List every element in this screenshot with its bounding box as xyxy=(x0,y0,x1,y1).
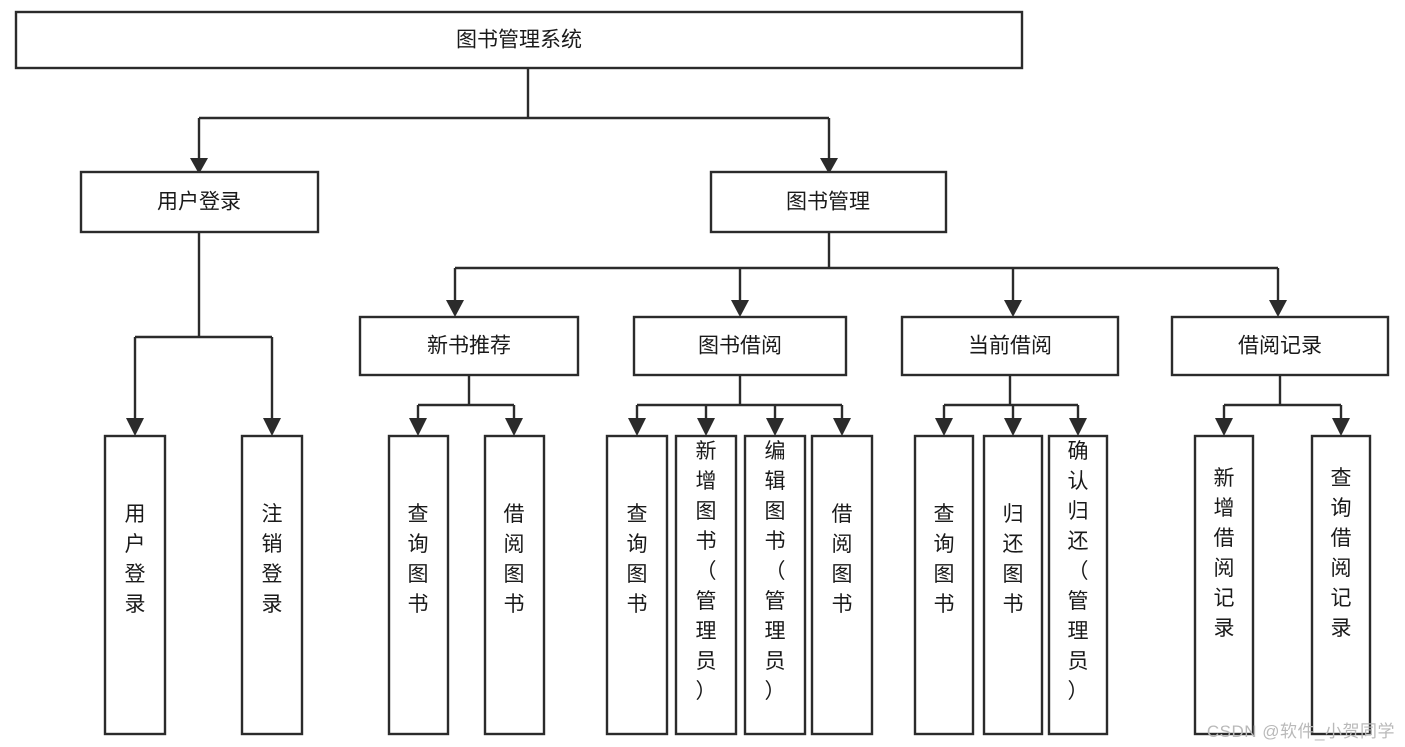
connector-layer xyxy=(126,68,1350,436)
leaf-box xyxy=(982,434,1044,736)
leaf-user-login-0-label: 用户登录 xyxy=(125,503,146,616)
leaf-user-login-1-label: 注销登录 xyxy=(262,503,283,616)
leaf-user-login-1[interactable]: 注销登录 xyxy=(240,434,304,736)
node-new-book-label: 新书推荐 xyxy=(427,335,511,358)
node-book-borrow-box xyxy=(632,315,848,377)
arrowhead-book-borrow-leaf-3 xyxy=(833,418,851,436)
node-new-book-box xyxy=(358,315,580,377)
leaf-current-borrow-1[interactable]: 归还图书 xyxy=(982,434,1044,736)
node-book-borrow-label: 图书借阅 xyxy=(698,335,782,358)
leaf-box xyxy=(1193,434,1255,736)
leaf-new-book-1[interactable]: 借阅图书 xyxy=(483,434,546,736)
arrowhead-book-borrow-leaf-1 xyxy=(697,418,715,436)
node-root-box xyxy=(14,10,1024,70)
leaf-book-borrow-2-label: 编辑图书（管理员） xyxy=(765,440,786,703)
leaf-borrow-record-0[interactable]: 新增借阅记录 xyxy=(1193,434,1255,736)
leaf-current-borrow-2-label: 确认归还（管理员） xyxy=(1068,440,1089,703)
arrowhead-book-manage xyxy=(820,158,838,174)
leaf-borrow-record-1-label: 查询借阅记录 xyxy=(1331,467,1352,640)
arrowhead-book-borrow xyxy=(731,300,749,317)
node-borrow-record-label: 借阅记录 xyxy=(1238,335,1322,358)
node-user-login[interactable]: 用户登录 xyxy=(79,170,320,234)
node-user-login-box xyxy=(79,170,320,234)
leaf-new-book-1-label: 借阅图书 xyxy=(504,503,525,616)
leaf-new-book-0[interactable]: 查询图书 xyxy=(387,434,450,736)
arrowhead-new-book-leaf-1 xyxy=(505,418,523,436)
node-borrow-record-box xyxy=(1170,315,1390,377)
leaf-box xyxy=(387,434,450,736)
node-root-system[interactable]: 图书管理系统 xyxy=(14,10,1024,70)
leaf-book-borrow-0-label: 查询图书 xyxy=(627,503,648,616)
node-current-borrow-label: 当前借阅 xyxy=(968,335,1052,358)
node-book-manage[interactable]: 图书管理 xyxy=(709,170,948,234)
leaf-box xyxy=(103,434,167,736)
arrowhead-borrow-record-leaf-0 xyxy=(1215,418,1233,436)
arrowhead-new-book xyxy=(446,300,464,317)
node-book-borrow[interactable]: 图书借阅 xyxy=(632,315,848,377)
leaf-box xyxy=(674,434,738,736)
leaf-current-borrow-1-label: 归还图书 xyxy=(1003,503,1024,616)
leaf-current-borrow-2[interactable]: 确认归还（管理员） xyxy=(1047,434,1109,736)
arrowhead-borrow-record-leaf-1 xyxy=(1332,418,1350,436)
leaf-new-book-0-label: 查询图书 xyxy=(408,503,429,616)
leaf-user-login-0[interactable]: 用户登录 xyxy=(103,434,167,736)
leaf-box xyxy=(1047,434,1109,736)
node-new-book-recommend[interactable]: 新书推荐 xyxy=(358,315,580,377)
arrowhead-current-borrow xyxy=(1004,300,1022,317)
node-current-borrow-box xyxy=(900,315,1120,377)
leaf-book-borrow-1[interactable]: 新增图书（管理员） xyxy=(674,434,738,736)
leaf-book-borrow-0[interactable]: 查询图书 xyxy=(605,434,669,736)
leaf-box xyxy=(483,434,546,736)
leaf-box xyxy=(810,434,874,736)
arrowhead-borrow-record xyxy=(1269,300,1287,317)
node-book-manage-box xyxy=(709,170,948,234)
leaf-book-borrow-3[interactable]: 借阅图书 xyxy=(810,434,874,736)
arrowhead-user-login-leaf-1 xyxy=(263,418,281,436)
arrowhead-book-borrow-leaf-0 xyxy=(628,418,646,436)
arrowhead-user-login-leaf-0 xyxy=(126,418,144,436)
arrowhead-user-login xyxy=(190,158,208,174)
leaf-current-borrow-0-label: 查询图书 xyxy=(934,503,955,616)
leaf-current-borrow-0[interactable]: 查询图书 xyxy=(913,434,975,736)
arrowhead-current-borrow-leaf-2 xyxy=(1069,418,1087,436)
node-root-label: 图书管理系统 xyxy=(456,29,582,52)
arrowhead-current-borrow-leaf-0 xyxy=(935,418,953,436)
leaf-box xyxy=(240,434,304,736)
arrowhead-new-book-leaf-0 xyxy=(409,418,427,436)
leaf-box xyxy=(605,434,669,736)
leaf-book-borrow-2[interactable]: 编辑图书（管理员） xyxy=(743,434,807,736)
leaf-borrow-record-1[interactable]: 查询借阅记录 xyxy=(1310,434,1372,736)
node-borrow-record[interactable]: 借阅记录 xyxy=(1170,315,1390,377)
leaf-borrow-record-0-label: 新增借阅记录 xyxy=(1214,467,1235,640)
leaf-box xyxy=(1310,434,1372,736)
leaf-book-borrow-1-label: 新增图书（管理员） xyxy=(696,440,717,703)
leaf-box xyxy=(743,434,807,736)
leaf-book-borrow-3-label: 借阅图书 xyxy=(832,503,853,616)
leaf-box xyxy=(913,434,975,736)
node-user-login-label: 用户登录 xyxy=(157,191,241,214)
arrowhead-current-borrow-leaf-1 xyxy=(1004,418,1022,436)
arrowhead-book-borrow-leaf-2 xyxy=(766,418,784,436)
node-current-borrow[interactable]: 当前借阅 xyxy=(900,315,1120,377)
node-book-manage-label: 图书管理 xyxy=(786,191,870,214)
